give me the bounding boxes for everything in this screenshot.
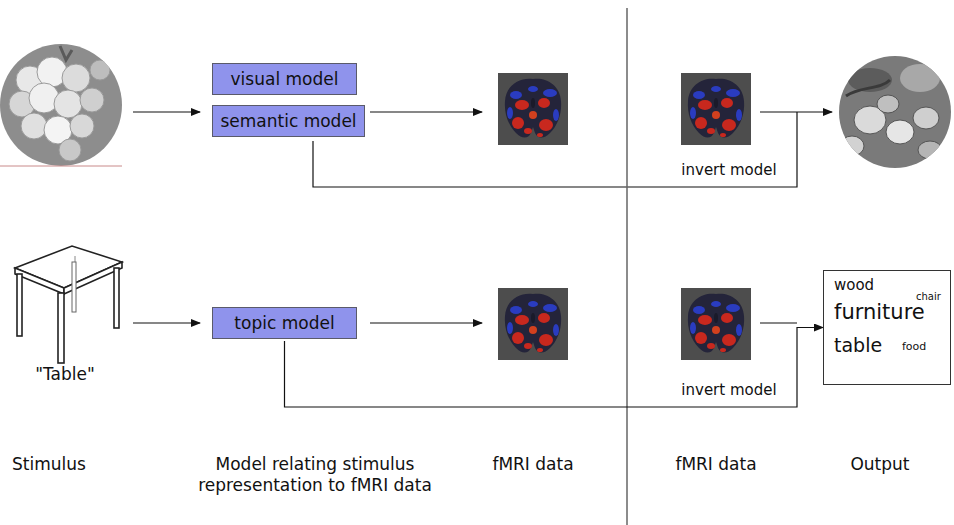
fmri-map [681,288,751,360]
caption-label: invert model [679,161,778,180]
fmri-map [498,288,568,360]
node-text: food [902,341,926,353]
divider-line [626,8,628,525]
table-sketch [15,246,122,363]
node-text: wood [834,277,874,294]
caption-label: Model relating stimulus representation t… [165,454,465,497]
model-box: topic model [212,307,357,339]
edge-label: invert model [679,381,778,400]
node-text: topic model [234,313,334,333]
caption-label: "Table" [35,364,95,385]
node-text: visual model [231,69,339,89]
photo-edge [0,166,122,167]
node-text: semantic model [220,111,356,131]
model-box: visual model [212,63,357,95]
connector-arrow [285,328,824,408]
grapes-photo [0,44,122,166]
node-text: furniture [834,301,925,324]
fmri-map [498,73,568,145]
caption-label: fMRI data [492,454,573,475]
caption-label: Stimulus [12,454,86,475]
fmri-map [681,73,751,145]
node-text: table [834,335,882,356]
reconstructed-photo [838,55,954,169]
flow-arrows [133,112,832,323]
caption-label: fMRI data [675,454,756,475]
word-cloud-box: woodchairfurnituretablefood [823,270,951,385]
caption-label: Output [850,454,909,475]
model-box: semantic model [212,105,365,137]
